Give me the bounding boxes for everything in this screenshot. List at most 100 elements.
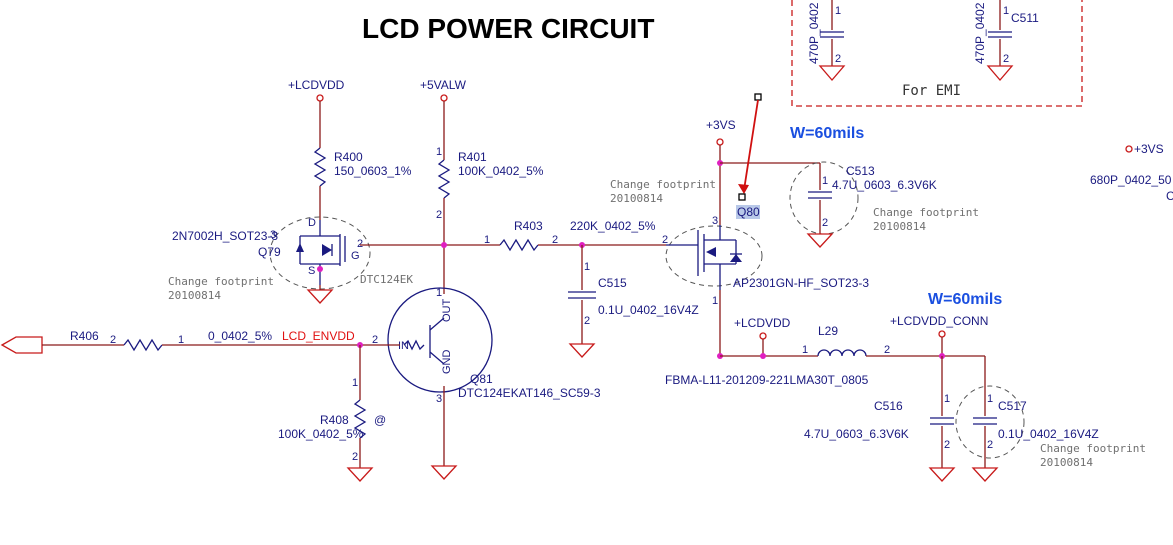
svg-text:1: 1 — [835, 5, 841, 17]
emi-cap-a-value: 470P_0402 — [807, 2, 821, 64]
svg-text:2: 2 — [372, 334, 378, 346]
q79-alt: DTC124EK — [360, 273, 413, 286]
svg-text:3: 3 — [712, 215, 718, 227]
svg-text:1: 1 — [1003, 5, 1009, 17]
r406-value: 0_0402_5% — [208, 329, 272, 343]
q80-mosfet — [666, 225, 742, 290]
r406-resistor — [123, 338, 163, 352]
emi-box — [791, 0, 1083, 107]
q81-ref: Q81 — [470, 372, 493, 386]
footprint-note-1a: Change footprint — [168, 275, 274, 288]
svg-text:2: 2 — [357, 238, 363, 250]
q79-part: 2N7002H_SOT23-3 — [172, 229, 278, 243]
r408-value: 100K_0402_5% — [278, 427, 364, 441]
svg-text:1: 1 — [484, 234, 490, 246]
svg-text:GND: GND — [441, 350, 453, 375]
svg-text:1: 1 — [712, 295, 718, 307]
r400-value: 150_0603_1% — [334, 164, 412, 178]
r401-value: 100K_0402_5% — [458, 164, 544, 178]
rail-5valw: +5VALW — [420, 78, 467, 92]
svg-text:2: 2 — [552, 234, 558, 246]
footprint-note-4a: Change footprint — [1040, 442, 1146, 455]
svg-text:1: 1 — [584, 261, 590, 273]
footprint-note-3a: Change footprint — [873, 206, 979, 219]
c515-ref: C515 — [598, 276, 627, 290]
svg-text:2: 2 — [987, 439, 993, 451]
right-cap-value: 680P_0402_50 — [1090, 173, 1172, 187]
r403-resistor — [499, 238, 539, 252]
footprint-note-3b: 20100814 — [873, 220, 926, 233]
c513-value: 4.7U_0603_6.3V6K — [832, 178, 937, 192]
svg-text:OUT: OUT — [441, 299, 453, 323]
red-arrow — [743, 99, 759, 191]
rail-3vs-right: +3VS — [1134, 142, 1164, 156]
c511-ref: C511 — [1011, 11, 1039, 25]
width-note-1: W=60mils — [790, 125, 864, 142]
l29-part: FBMA-L11-201209-221LMA30T_0805 — [665, 373, 869, 387]
footprint-note-1b: 20100814 — [168, 289, 221, 302]
svg-text:1: 1 — [944, 393, 950, 405]
c517-ref: C517 — [998, 399, 1027, 413]
c516-value: 4.7U_0603_6.3V6K — [804, 427, 909, 441]
svg-text:2: 2 — [944, 439, 950, 451]
svg-text:2: 2 — [1003, 53, 1009, 65]
svg-text:S: S — [308, 265, 315, 277]
svg-text:2: 2 — [835, 53, 841, 65]
svg-text:G: G — [351, 250, 360, 262]
width-note-2: W=60mils — [928, 291, 1002, 308]
at-mark: @ — [374, 413, 386, 427]
q80-ref-highlight — [736, 205, 760, 219]
svg-text:3: 3 — [270, 229, 276, 241]
c513-ref: C513 — [846, 164, 875, 178]
r403-value: 220K_0402_5% — [570, 219, 656, 233]
svg-text:2: 2 — [584, 315, 590, 327]
svg-text:3: 3 — [436, 393, 442, 405]
r406-ref: R406 — [70, 329, 99, 343]
svg-text:1: 1 — [352, 377, 358, 389]
r400-ref: R400 — [334, 150, 363, 164]
q80-footprint-outline — [665, 225, 763, 287]
emi-cap-b: 1 2 470P_0402 C511 — [973, 0, 1039, 81]
c517-value: 0.1U_0402_16V4Z — [998, 427, 1099, 441]
q79-ref: Q79 — [258, 245, 281, 259]
svg-text:2: 2 — [110, 334, 116, 346]
r403-ref: R403 — [514, 219, 543, 233]
svg-text:1: 1 — [436, 146, 442, 158]
footprint-note-4b: 20100814 — [1040, 456, 1093, 469]
r408-ref: R408 — [320, 413, 349, 427]
l29-ref: L29 — [818, 324, 838, 338]
q81-transistor: IN OUT GND — [398, 299, 453, 375]
right-cap-c: C — [1166, 189, 1173, 203]
q81-part: DTC124EKAT146_SC59-3 — [458, 386, 601, 400]
q81-outline — [387, 287, 493, 393]
rail-lcdvdd-top: +LCDVDD — [288, 78, 345, 92]
svg-text:1: 1 — [987, 393, 993, 405]
lcd-envdd-offpage-connector — [0, 336, 43, 354]
r401-ref: R401 — [458, 150, 487, 164]
svg-text:1: 1 — [436, 287, 442, 299]
svg-text:2: 2 — [662, 234, 668, 246]
svg-text:2: 2 — [822, 217, 828, 229]
c516-ref: C516 — [874, 399, 903, 413]
l29-inductor — [817, 349, 867, 357]
r401-resistor — [437, 159, 451, 199]
net-lcd-envdd: LCD_ENVDD — [282, 329, 355, 343]
svg-text:D: D — [308, 217, 316, 229]
r400-resistor — [313, 147, 327, 187]
r408-resistor — [353, 399, 367, 439]
q79-mosfet: D S G 3 2 — [270, 217, 363, 285]
footprint-note-2b: 20100814 — [610, 192, 663, 205]
svg-text:2: 2 — [884, 344, 890, 356]
emi-label: For EMI — [902, 83, 961, 99]
rail-lcdvdd-conn: +LCDVDD_CONN — [890, 314, 988, 328]
c515-value: 0.1U_0402_16V4Z — [598, 303, 699, 317]
rail-lcdvdd-mid: +LCDVDD — [734, 316, 791, 330]
page-title: LCD POWER CIRCUIT — [362, 13, 654, 44]
footprint-note-2a: Change footprint — [610, 178, 716, 191]
svg-text:2: 2 — [352, 451, 358, 463]
rail-3vs: +3VS — [706, 118, 736, 132]
svg-text:1: 1 — [802, 344, 808, 356]
arrow-start-marker — [754, 93, 762, 101]
c517-footprint-outline — [955, 385, 1025, 459]
